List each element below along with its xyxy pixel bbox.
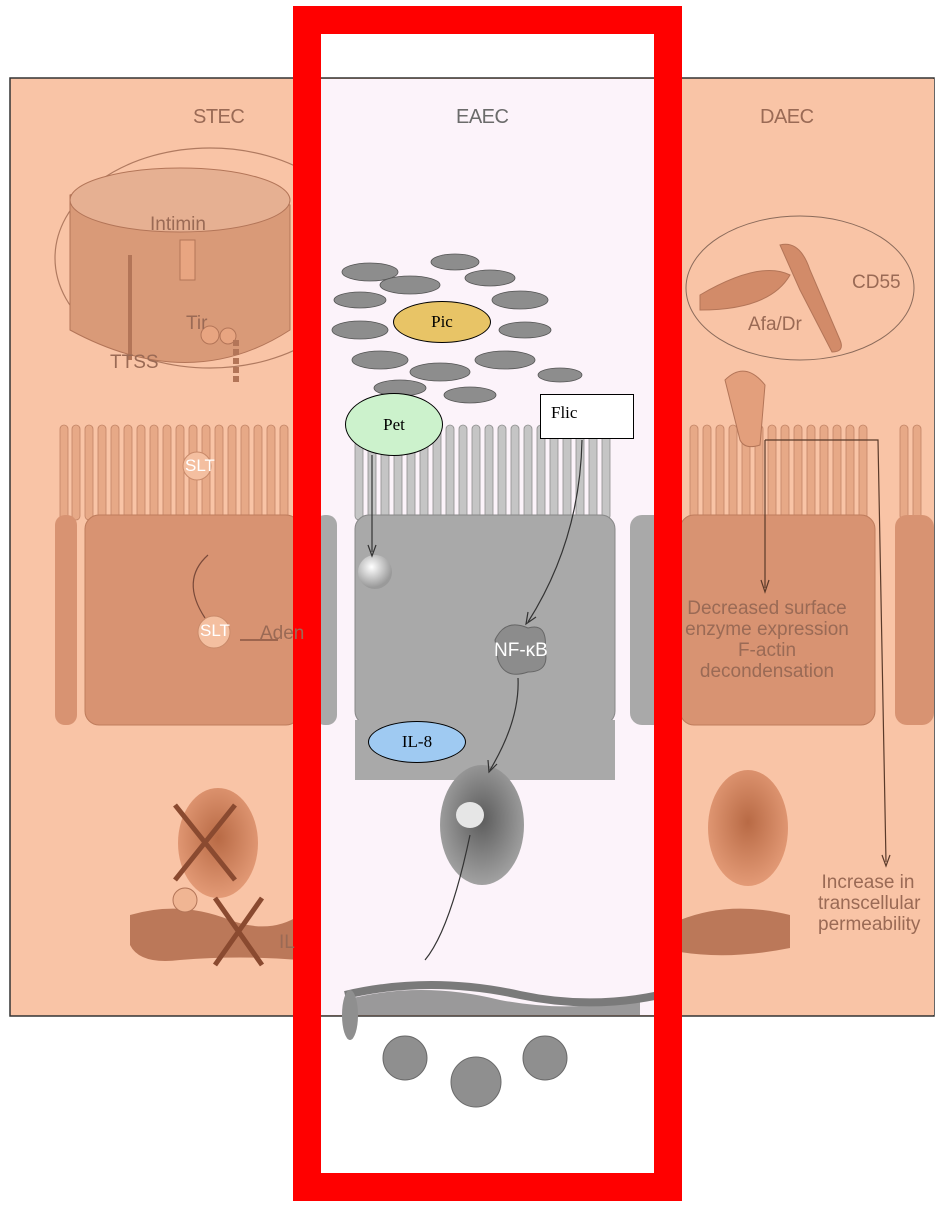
decreased-expression-label: Decreased surface enzyme expression F-ac… xyxy=(682,598,852,682)
aden-label: Aden xyxy=(260,623,304,645)
leukocyte-2 xyxy=(451,1057,501,1107)
stec-epithelial-cell xyxy=(85,515,300,725)
eaec-panel xyxy=(300,79,680,1107)
pet-label: Pet xyxy=(345,393,443,456)
nfkb-label: NF-κB xyxy=(494,640,548,662)
permeability-label: Increase in transcellular permeability xyxy=(818,872,918,935)
flic-label: Flic xyxy=(540,394,634,439)
leukocyte-3 xyxy=(523,1036,567,1080)
daec-lamina xyxy=(680,909,790,956)
daec-title: DAEC xyxy=(760,106,814,129)
stec-nucleus xyxy=(178,788,258,898)
stec-title: STEC xyxy=(193,106,244,129)
pet-vesicle xyxy=(358,555,392,589)
il-partial-label: IL xyxy=(279,932,295,954)
eaec-epithelial-cell xyxy=(355,515,615,725)
cd55-label: CD55 xyxy=(852,272,901,294)
slt-mid-label: SLT xyxy=(200,621,230,641)
slt-top-label: SLT xyxy=(185,456,215,476)
intimin-label: Intimin xyxy=(150,214,206,236)
daec-nucleus xyxy=(708,770,788,886)
tir-label: Tir xyxy=(186,313,207,335)
leukocyte-1 xyxy=(383,1036,427,1080)
eaec-title: EAEC xyxy=(456,106,508,129)
eaec-nucleus xyxy=(440,765,524,885)
afa-dr-label: Afa/Dr xyxy=(748,314,802,336)
pic-label: Pic xyxy=(393,301,491,343)
intimin-block xyxy=(180,240,195,280)
ttss-label: TTSS xyxy=(110,352,159,374)
il8-label: IL-8 xyxy=(368,721,466,763)
